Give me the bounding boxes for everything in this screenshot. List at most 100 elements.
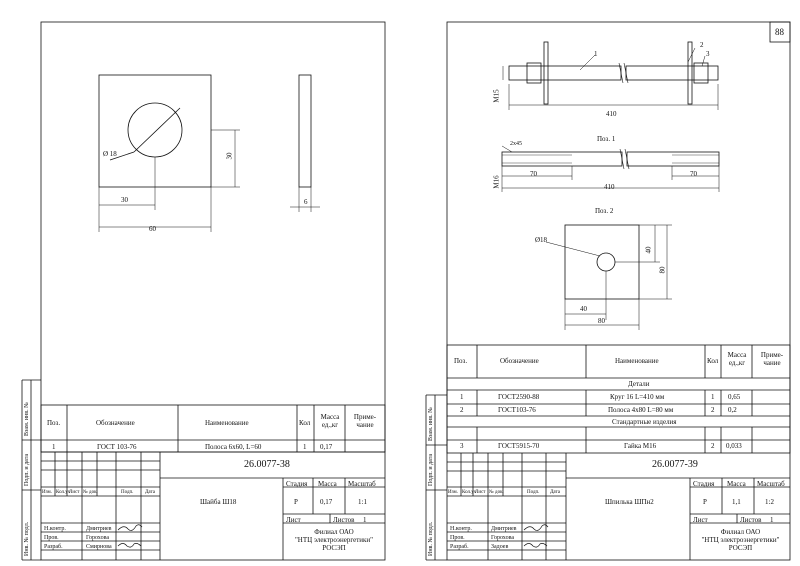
dim-h80: 80 (658, 266, 667, 274)
rod-right (626, 151, 720, 167)
org-line1: Филиал ОАО (314, 528, 354, 536)
change-col-4: Подп. (121, 490, 134, 495)
rrow0-designation: ГОСТ2590-88 (498, 393, 540, 401)
rspec-header-name: Наименование (615, 357, 659, 365)
change-col-5: Дата (145, 490, 155, 495)
role-1: Пров. (44, 535, 59, 541)
callout-1: 1 (594, 50, 598, 58)
org-line3: РОСЭП (322, 544, 346, 552)
plate-right (687, 41, 693, 105)
person-0: Дмитриев (86, 526, 112, 532)
stud-rod-right (625, 65, 719, 81)
rrow2-designation: ГОСТ5915-70 (498, 442, 540, 450)
spec-header-note: Приме-чание (353, 413, 377, 429)
pos2-label: Поз. 2 (595, 207, 614, 215)
rsheets-value: 1 (770, 516, 774, 524)
section-parts: Детали (628, 380, 650, 388)
rmass-value: 1,1 (732, 498, 741, 506)
dim-diameter: Ø 18 (103, 150, 117, 158)
rmargin-replace: Взам. инв. № (428, 407, 434, 441)
dim-height: 30 (225, 152, 234, 160)
dim-h40: 40 (644, 246, 653, 254)
dim-thread-right: 70 (690, 170, 697, 178)
spec-header-pos: Поз. (47, 419, 61, 427)
scale-label: Масштаб (348, 480, 376, 488)
rmargin-inv: Инв. № подл. (428, 521, 434, 556)
stage-value: Р (294, 498, 298, 506)
rrow2-pos: 3 (460, 442, 464, 450)
spec-header-qty: Кол (299, 419, 311, 427)
spec-row-pos: 1 (52, 443, 56, 451)
left-frame (40, 21, 386, 561)
role-2: Разраб. (44, 544, 63, 550)
plate-left (543, 41, 549, 105)
dim-width: 60 (149, 225, 156, 233)
nut-left (526, 62, 542, 84)
role-0: Н.контр. (44, 526, 66, 532)
rchange-col-2: Лист (475, 490, 486, 495)
rscale-label: Масштаб (757, 480, 785, 488)
rrow0-pos: 1 (460, 393, 464, 401)
rchange-col-3: № док. (489, 490, 504, 495)
sheet-label: Лист (286, 516, 301, 524)
rrow1-name: Полоса 4х80 L=80 мм (608, 406, 674, 414)
dim-w40: 40 (580, 305, 587, 313)
rrow1-qty: 2 (711, 406, 715, 414)
rrow0-qty: 1 (711, 393, 715, 401)
rperson-1: Горохова (491, 535, 514, 541)
rrow1-mass: 0,2 (728, 406, 737, 414)
change-col-2: Лист (69, 490, 80, 495)
rspec-header-qty: Кол (707, 357, 719, 365)
rrow2-mass: 0,033 (726, 442, 742, 450)
spec-row-name: Полоса 6х60, L=60 (205, 443, 262, 451)
rproduct-name: Шпилька ШПн2 (605, 498, 654, 506)
washer-side (298, 74, 312, 188)
rrow2-qty: 2 (711, 442, 715, 450)
dim-len1: 410 (606, 110, 617, 118)
dim-thickness: 6 (304, 198, 308, 206)
margin-inv: Инв. № подл. (24, 521, 30, 556)
org-line2: "НТЦ электроэнергетики" (294, 536, 374, 544)
sheets-value: 1 (363, 516, 367, 524)
rrow1-pos: 2 (460, 406, 464, 414)
scale-value: 1:1 (358, 498, 367, 506)
rdoc-code: 26.0077-39 (652, 459, 698, 470)
change-col-0: Изм. (42, 490, 52, 495)
rorg-line3: РОСЭП (728, 544, 753, 552)
dim-thread-left: 70 (530, 170, 537, 178)
rperson-2: Задоев (491, 544, 509, 550)
rrole-0: Н.контр. (450, 526, 472, 532)
rrow2-name: Гайка М16 (624, 442, 657, 450)
right-frame (446, 21, 791, 561)
stage-label: Стадия (286, 480, 308, 488)
washer-hole (127, 102, 183, 158)
spec-row-qty: 1 (303, 443, 307, 451)
rorg-line2: "НТЦ электроэнергетики" (701, 536, 780, 544)
change-col-3: № док. (83, 490, 98, 495)
doc-code: 26.0077-38 (244, 459, 290, 470)
rrole-2: Разраб. (450, 544, 469, 550)
rsheets-label: Листов (740, 516, 762, 524)
rspec-header-pos: Поз. (454, 357, 468, 365)
nut-right (693, 62, 709, 84)
rspec-header-note: Приме-чание (760, 351, 784, 367)
rrow0-name: Круг 16 L=410 мм (610, 393, 665, 401)
person-2: Смирнова (86, 544, 112, 550)
spec-header-mass: Масса ед.,кг (320, 413, 340, 429)
mass-label: Масса (318, 480, 337, 488)
mass-value: 0,17 (320, 498, 333, 506)
spec-header-designation: Обозначение (96, 419, 135, 427)
rod-left (501, 151, 623, 167)
stud-rod-left (508, 65, 622, 81)
section-standard: Стандартные изделия (612, 418, 677, 426)
rperson-0: Дмитриев (491, 526, 517, 532)
rstage-value: Р (703, 498, 707, 506)
rscale-value: 1:2 (765, 498, 774, 506)
sheets-label: Листов (333, 516, 355, 524)
rchange-col-0: Изм. (448, 490, 458, 495)
dim-plate-diameter: Ø18 (535, 236, 548, 244)
callout-3: 3 (706, 50, 710, 58)
rchange-col-1: Кол.уч (462, 490, 477, 495)
rstage-label: Стадия (693, 480, 715, 488)
margin-replace: Взам. инв. № (24, 402, 30, 436)
